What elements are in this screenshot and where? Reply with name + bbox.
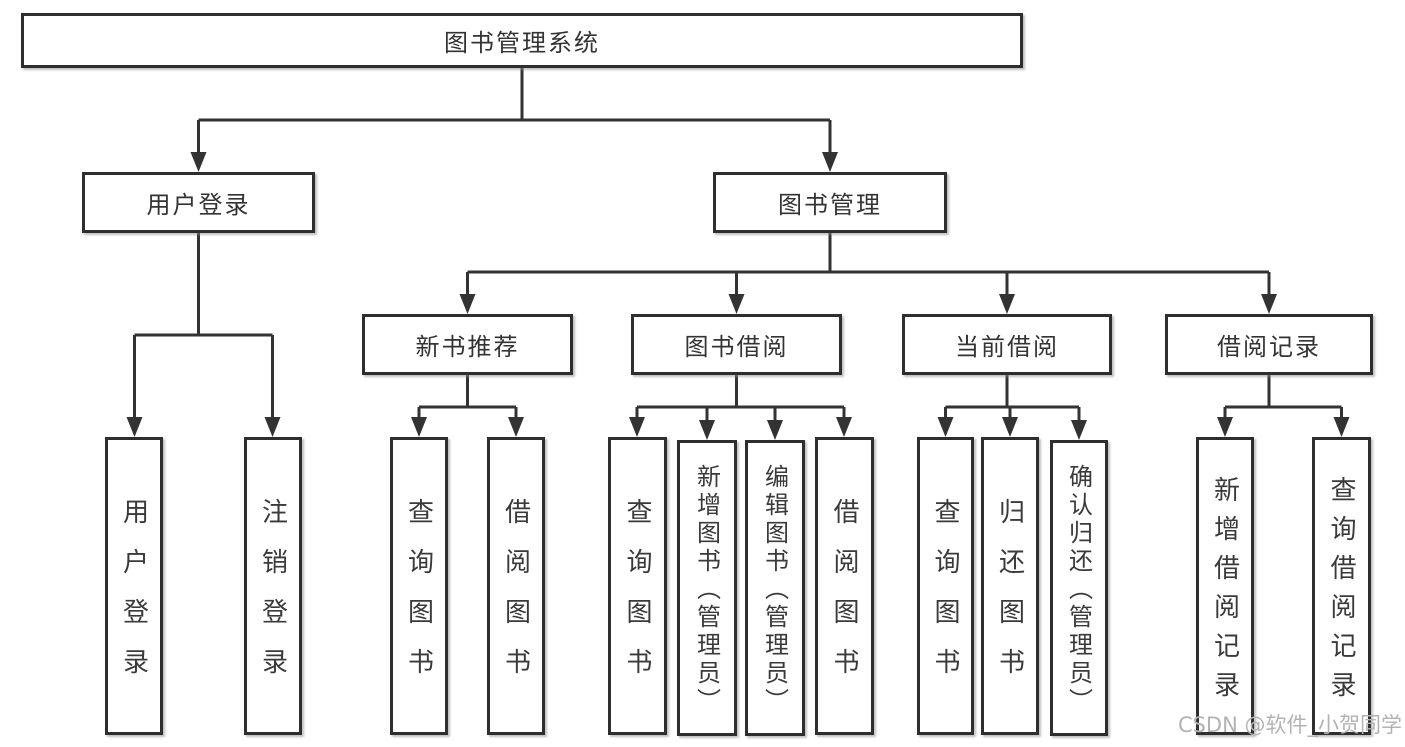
node-borrow-records: 借阅记录: [1165, 314, 1373, 375]
node-book-borrow: 图书借阅: [631, 314, 842, 375]
csdn-watermark: CSDN @软件_小贺同学: [1177, 713, 1402, 737]
leaf-borrow-books: 借阅图书: [487, 437, 545, 735]
leaf-label: 用户登录: [118, 498, 149, 698]
leaf-label: 确认归还（管理员）: [1064, 464, 1093, 716]
leaf-label: 查询借阅记录: [1326, 475, 1356, 710]
leaf-query-borrow-record: 查询借阅记录: [1312, 437, 1371, 735]
node-label: 图书管理系统: [444, 29, 600, 57]
node-label: 新书推荐: [415, 333, 520, 361]
node-label: 图书管理: [778, 191, 882, 219]
leaf-label: 借阅图书: [829, 498, 859, 698]
leaf-label: 编辑图书（管理员）: [760, 464, 789, 716]
leaf-add-borrow-record: 新增借阅记录: [1196, 437, 1254, 735]
node-current-borrow: 当前借阅: [902, 314, 1112, 375]
leaf-label: 注销登录: [257, 498, 288, 698]
leaf-logout: 注销登录: [244, 437, 302, 735]
leaf-label: 查询图书: [622, 498, 652, 698]
leaf-label: 归还图书: [994, 498, 1025, 698]
leaf-query-books-3: 查询图书: [917, 437, 974, 735]
node-label: 用户登录: [146, 191, 251, 219]
leaf-user-login: 用户登录: [105, 437, 163, 735]
node-book-management: 图书管理: [713, 172, 947, 233]
leaf-add-books-admin: 新增图书（管理员）: [677, 440, 737, 736]
leaf-label: 查询图书: [403, 498, 434, 698]
leaf-return-books: 归还图书: [981, 437, 1039, 735]
node-user-login: 用户登录: [82, 172, 315, 233]
node-label: 图书借阅: [684, 333, 789, 361]
node-label: 当前借阅: [955, 333, 1059, 361]
leaf-edit-books-admin: 编辑图书（管理员）: [745, 440, 805, 736]
leaf-query-books-2: 查询图书: [608, 437, 667, 735]
leaf-label: 新增借阅记录: [1209, 475, 1240, 710]
node-library-management-system: 图书管理系统: [21, 13, 1023, 68]
node-label: 借阅记录: [1217, 333, 1321, 361]
leaf-query-books: 查询图书: [390, 437, 448, 735]
leaf-borrow-books-2: 借阅图书: [815, 437, 874, 735]
leaf-label: 查询图书: [930, 498, 960, 698]
node-new-book-recommend: 新书推荐: [362, 314, 573, 375]
leaf-label: 借阅图书: [500, 498, 531, 698]
leaf-label: 新增图书（管理员）: [692, 464, 721, 716]
leaf-confirm-return-admin: 确认归还（管理员）: [1050, 440, 1108, 736]
